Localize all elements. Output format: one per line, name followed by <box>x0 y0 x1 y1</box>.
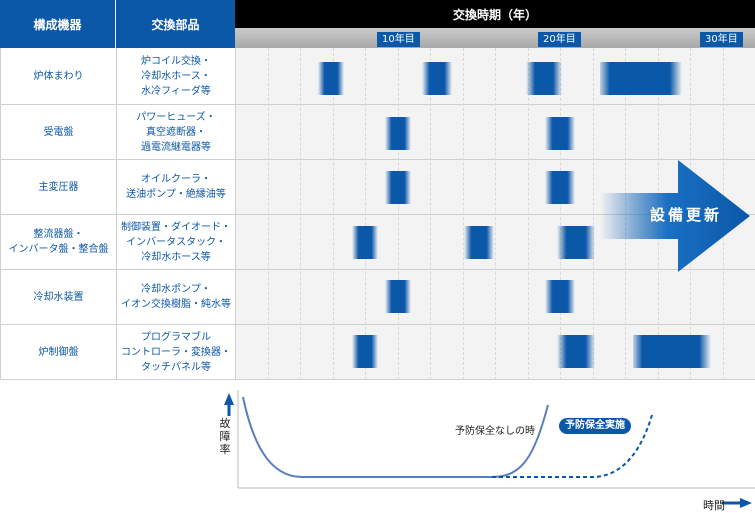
header-component: 構成機器 <box>0 0 116 48</box>
replacement-block <box>545 117 575 150</box>
parts-line: オイルクーラ・ <box>140 174 211 185</box>
replacement-block <box>352 335 378 368</box>
replacement-block <box>385 117 411 150</box>
year-marker-10: 10年目 <box>377 32 420 47</box>
renewal-label: 設備更新 <box>650 206 723 224</box>
parts-line: プログラマブル <box>141 331 211 343</box>
component-cell: 整流器盤・ インバータ盤・整合盤 <box>0 215 116 270</box>
parts-line: イオン交換樹脂・純水等 <box>121 299 231 310</box>
timeline-ruler <box>235 28 755 48</box>
component-cell: 炉体まわり <box>0 48 116 105</box>
parts-cell: オイルクーラ・送油ポンプ・絶縁油等 <box>116 160 235 215</box>
replacement-block <box>318 62 344 95</box>
header-parts: 交換部品 <box>116 0 235 48</box>
parts-line: 水冷フィーダ等 <box>141 85 211 97</box>
timeline-header: 交換時期（年） <box>235 0 755 28</box>
arrow-right-icon <box>600 160 750 272</box>
parts-line: 炉コイル交換・ <box>141 55 211 67</box>
annotation-maintenance: 予防保全実施 <box>559 418 631 434</box>
grid-line <box>593 48 594 380</box>
parts-line: 制御装置・ダイオード・ <box>121 221 231 233</box>
parts-line: 冷却水ホース等 <box>141 251 211 263</box>
component-cell: 主変圧器 <box>0 160 116 215</box>
replacement-block <box>385 171 411 204</box>
replacement-block <box>352 226 378 259</box>
parts-line: 過電流継電器等 <box>141 141 211 153</box>
replacement-block <box>557 226 595 259</box>
parts-line: インバータスタック・ <box>126 236 226 248</box>
parts-cell: プログラマブルコントローラ・変換器・タッチパネル等 <box>116 325 235 380</box>
grid-line <box>495 48 496 380</box>
component-label: 冷却水装置 <box>33 291 84 303</box>
failure-rate-graph <box>224 390 755 508</box>
replacement-block <box>545 171 575 204</box>
component-label: 主変圧器 <box>38 181 79 193</box>
parts-line: 冷却水ホース・ <box>141 70 211 82</box>
grid-line <box>365 48 366 380</box>
replacement-block <box>633 335 711 368</box>
grid-line <box>560 48 561 380</box>
component-label: 炉体まわり <box>33 70 84 82</box>
component-cell: 受電盤 <box>0 105 116 160</box>
timeline-header-label: 交換時期（年） <box>452 7 537 22</box>
parts-line: 冷却水ポンプ・ <box>141 284 211 295</box>
parts-cell: 制御装置・ダイオード・インバータスタック・冷却水ホース等 <box>116 215 235 270</box>
grid-line <box>333 48 334 380</box>
replacement-block <box>600 62 682 95</box>
parts-cell: 冷却水ポンプ・イオン交換樹脂・純水等 <box>116 270 235 325</box>
replacement-block <box>385 280 411 313</box>
replacement-block <box>422 62 452 95</box>
parts-line: 真空遮断器・ <box>146 126 206 138</box>
parts-line: 送油ポンプ・絶縁油等 <box>126 189 226 200</box>
component-cell: 炉制御盤 <box>0 325 116 380</box>
grid-line <box>463 48 464 380</box>
parts-line: コントローラ・変換器・ <box>121 346 231 358</box>
component-label: 整流器盤・ インバータ盤・整合盤 <box>8 229 109 255</box>
year-marker-30: 30年目 <box>700 32 743 47</box>
grid-line <box>528 48 529 380</box>
annotation-no-maintenance: 予防保全なしの時 <box>455 426 535 437</box>
replacement-block <box>557 335 595 368</box>
replacement-block <box>545 280 575 313</box>
parts-line: パワーヒューズ・ <box>136 111 216 123</box>
replacement-block <box>526 62 562 95</box>
y-axis-label: 故障率 <box>219 417 231 456</box>
arrow-right-icon <box>740 498 752 508</box>
component-label: 炉制御盤 <box>38 346 79 358</box>
parts-cell: パワーヒューズ・真空遮断器・過電流継電器等 <box>116 105 235 160</box>
parts-cell: 炉コイル交換・冷却水ホース・水冷フィーダ等 <box>116 48 235 105</box>
grid-line <box>300 48 301 380</box>
header-parts-label: 交換部品 <box>151 17 200 32</box>
grid-line <box>430 48 431 380</box>
grid-line <box>268 48 269 380</box>
arrow-up-icon <box>224 393 234 405</box>
component-label: 受電盤 <box>43 126 74 138</box>
parts-line: タッチパネル等 <box>141 361 211 373</box>
grid-line <box>398 48 399 380</box>
year-marker-20: 20年目 <box>538 32 581 47</box>
replacement-block <box>464 226 494 259</box>
header-component-label: 構成機器 <box>33 17 82 32</box>
x-axis-label: 時間 <box>703 499 725 512</box>
component-cell: 冷却水装置 <box>0 270 116 325</box>
